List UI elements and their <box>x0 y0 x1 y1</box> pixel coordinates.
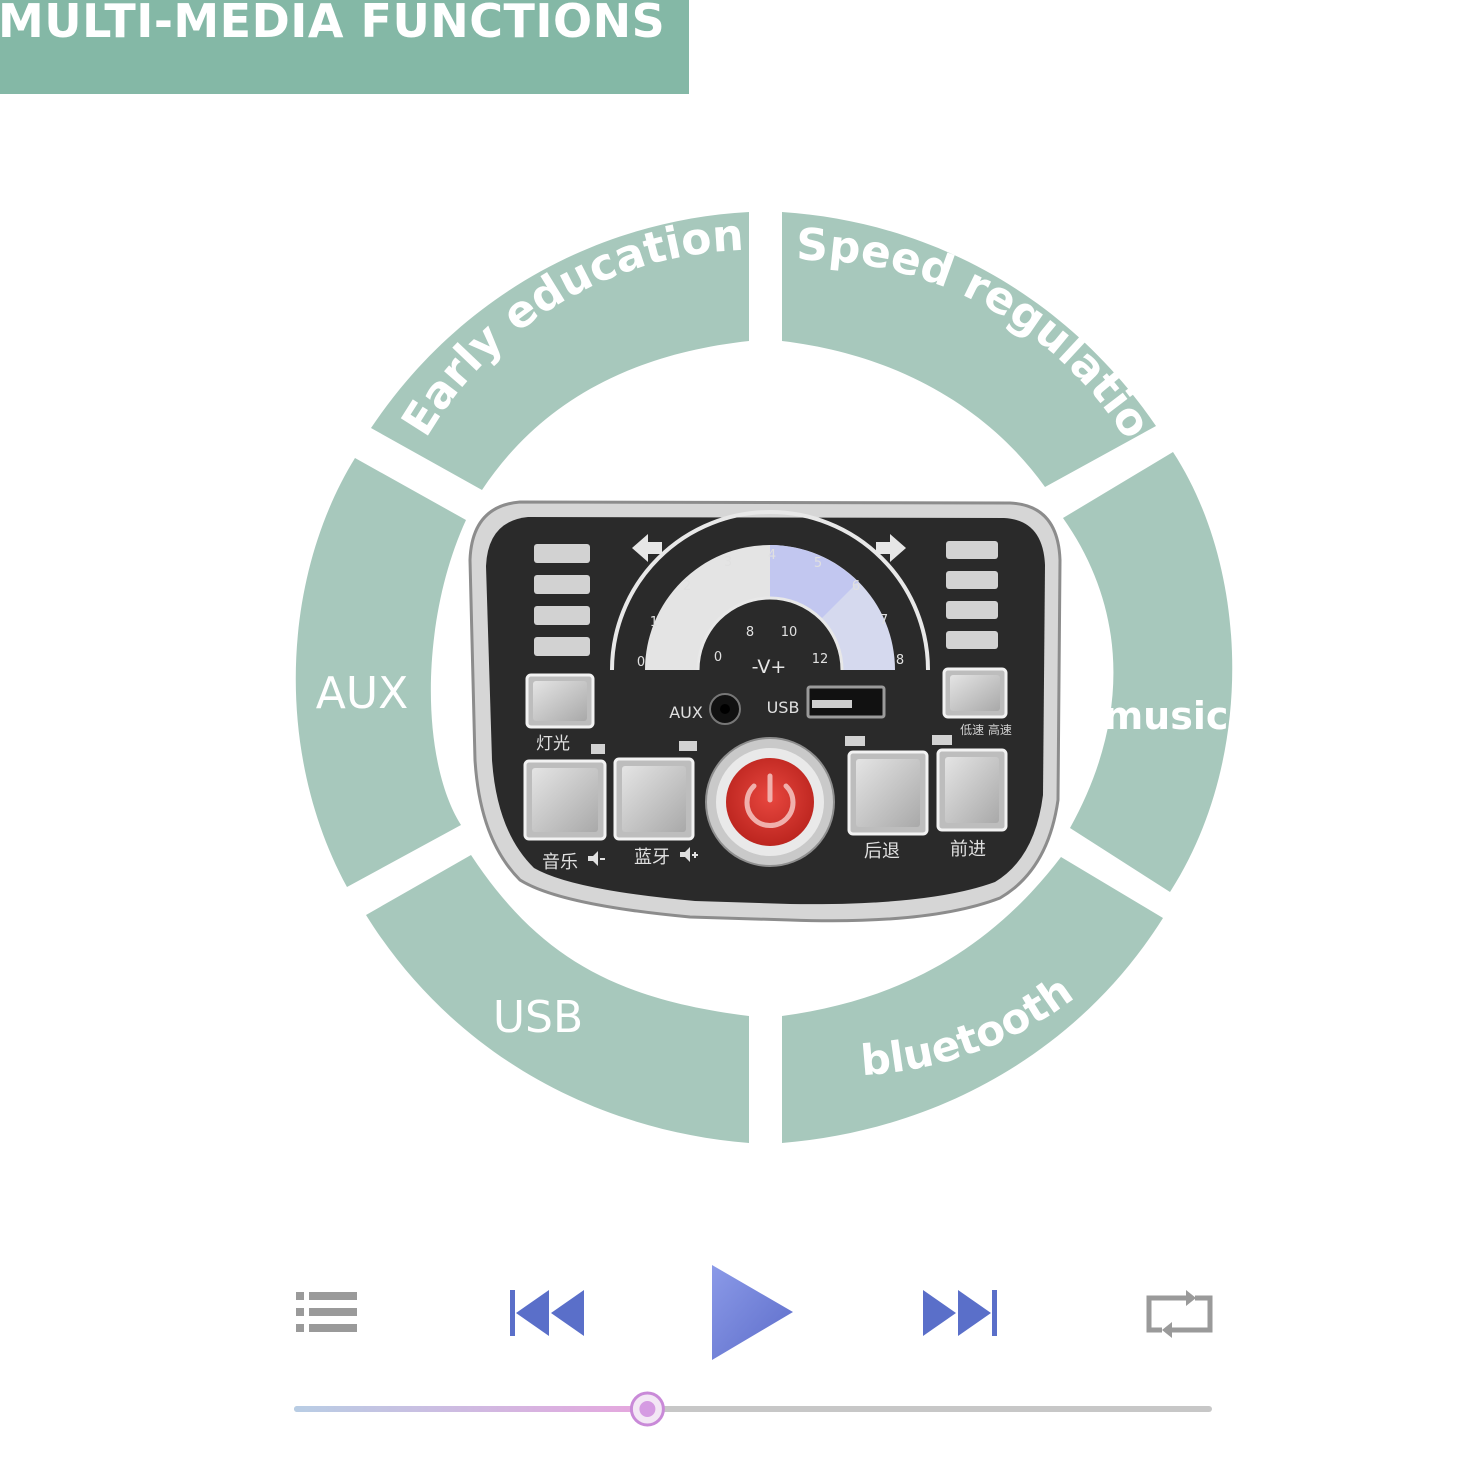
control-panel: 0 1 2 3 4 5 6 7 8 0 8 10 12 -V+ AUX USB <box>468 500 1062 923</box>
aux-port-label: AUX <box>669 703 703 722</box>
playlist-icon <box>296 1292 357 1332</box>
light-button[interactable] <box>525 673 595 729</box>
voltage-tick-8: 8 <box>746 625 754 640</box>
left-light-indicators <box>534 544 590 656</box>
reverse-button[interactable] <box>847 750 929 836</box>
music-volume-down-button[interactable] <box>523 759 607 841</box>
repeat-icon <box>1146 1290 1213 1338</box>
speed-gauge: 0 1 2 3 4 5 6 7 8 0 8 10 12 -V+ <box>610 510 930 678</box>
power-icon <box>744 783 796 829</box>
volume-down-icon <box>588 851 598 866</box>
mode-button-label: 低速 高速 <box>960 722 1012 737</box>
power-button[interactable] <box>705 737 835 867</box>
gauge-tick-1: 1 <box>650 615 658 630</box>
right-light-indicators <box>946 541 998 649</box>
progress-fill <box>294 1406 648 1412</box>
bluetooth-volume-up-button[interactable] <box>613 757 695 841</box>
forward-button-label: 前进 <box>950 839 986 860</box>
header-banner: MULTI-MEDIA FUNCTIONS <box>0 0 689 94</box>
previous-track-icon <box>510 1290 584 1336</box>
next-track-button[interactable] <box>923 1290 997 1336</box>
gauge-tick-8: 8 <box>896 653 904 668</box>
gauge-tick-5: 5 <box>814 556 822 571</box>
segment-label-aux: AUX <box>316 668 408 719</box>
gauge-tick-4: 4 <box>768 548 776 563</box>
segment-music: music <box>1063 452 1233 892</box>
previous-track-button[interactable] <box>510 1290 584 1336</box>
play-icon <box>712 1265 793 1360</box>
playlist-button[interactable] <box>296 1292 357 1332</box>
gauge-tick-2: 2 <box>683 579 691 594</box>
light-button-label: 灯光 <box>536 734 570 754</box>
segment-label-usb: USB <box>493 992 583 1043</box>
repeat-button[interactable] <box>1146 1290 1213 1338</box>
gauge-tick-0: 0 <box>637 655 645 670</box>
voltage-tick-0: 0 <box>714 650 722 665</box>
forward-button[interactable] <box>936 748 1008 832</box>
gauge-tick-7: 7 <box>880 613 888 628</box>
reverse-button-label: 后退 <box>864 841 900 862</box>
gauge-tick-6: 6 <box>852 579 860 594</box>
progress-bar[interactable] <box>294 1391 1212 1427</box>
gauge-tick-3: 3 <box>724 555 732 570</box>
voltage-label: -V+ <box>752 656 787 678</box>
mode-button[interactable] <box>942 667 1008 719</box>
voltage-tick-12: 12 <box>812 652 829 667</box>
bluetooth-button-label: 蓝牙 <box>634 847 670 868</box>
volume-up-icon <box>680 847 690 862</box>
right-turn-arrow-icon <box>876 534 906 562</box>
play-button[interactable] <box>712 1265 793 1360</box>
segment-aux: AUX <box>295 458 466 887</box>
voltage-tick-10: 10 <box>781 625 798 640</box>
usb-port-label: USB <box>767 698 800 717</box>
music-button-label: 音乐 <box>542 852 578 873</box>
next-track-icon <box>923 1290 997 1336</box>
segment-label-music: music <box>1104 694 1229 738</box>
left-turn-arrow-icon <box>632 534 662 562</box>
segment-usb: USB <box>366 855 749 1143</box>
segment-early-education: Early education <box>371 210 749 490</box>
page-title: MULTI-MEDIA FUNCTIONS <box>0 0 666 48</box>
segment-speed-regulation: Speed regulation <box>0 0 1161 487</box>
